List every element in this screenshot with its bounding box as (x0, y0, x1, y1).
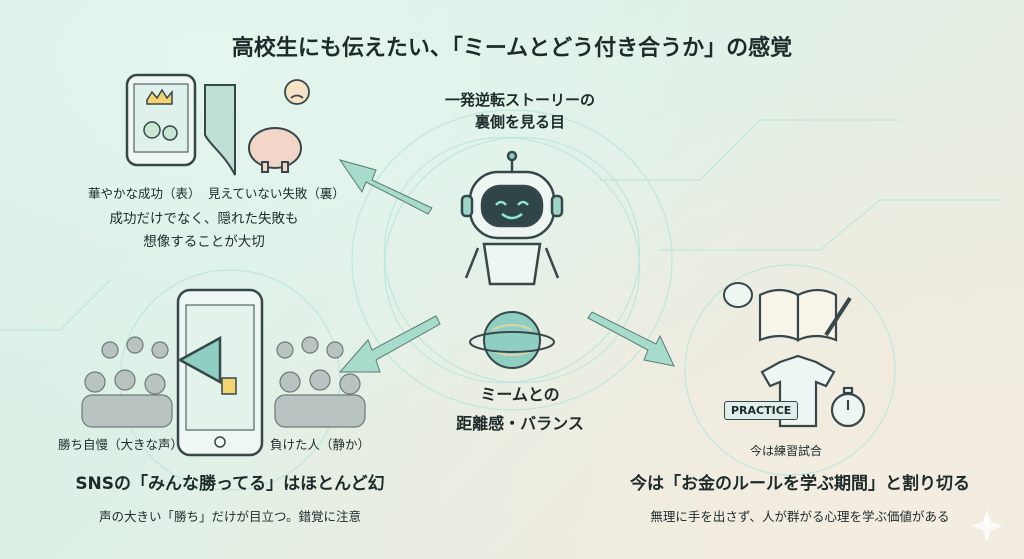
bottom-left-heading: SNSの「みんな勝ってる」はほとんど幻 (75, 474, 385, 494)
orbit-rings (0, 109, 1000, 491)
center-top-line1: 一発逆転ストーリーの (444, 91, 595, 109)
practice-match-label: 今は練習試合 (749, 444, 822, 458)
arrow-to-right (587, 311, 675, 367)
phone-megaphone-icon (176, 288, 264, 457)
label-quiet-losers: 負けた人（静か） (270, 437, 371, 452)
center-bottom-line1: ミームとの (480, 385, 560, 404)
label-loud-winners: 勝ち自慢（大きな声） (58, 437, 184, 452)
practice-tag: PRACTICE (724, 401, 799, 420)
center-bottom-line2: 距離感・バランス (456, 414, 584, 433)
page-title: 高校生にも伝えたい、「ミームとどう付き合うか」の感覚 (231, 36, 793, 61)
crowd-right-icon (274, 336, 366, 428)
top-left-message-1: 成功だけでなく、隠れた失敗も (109, 211, 299, 227)
crowd-left-icon (81, 336, 173, 428)
phone-success-icon (125, 73, 197, 167)
bottom-right-heading: 今は「お金のルールを学ぶ期間」と割り切る (630, 474, 970, 494)
arrow-to-bottom-left (338, 315, 441, 373)
curtain-icon (204, 84, 236, 176)
brain-icon (723, 282, 753, 308)
label-front-success: 華やかな成功（表） (88, 186, 201, 201)
center-top-line2: 裏側を見る目 (474, 113, 565, 131)
sparkle-icon (971, 510, 1003, 542)
arrow-to-top-left (338, 159, 433, 215)
label-back-failure: 見えていない失敗（裏） (208, 186, 345, 201)
stopwatch-icon (830, 386, 866, 428)
top-left-message-2: 想像することが大切 (143, 234, 265, 250)
open-book-icon (758, 288, 852, 342)
globe-icon (469, 311, 555, 369)
piggy-bank-icon (248, 127, 302, 173)
crying-face-icon (284, 79, 310, 105)
arrows (338, 159, 675, 373)
robot-icon (460, 150, 564, 286)
bottom-left-sub: 声の大きい「勝ち」だけが目立つ。錯覚に注意 (98, 509, 361, 524)
bottom-right-sub: 無理に手を出さず、人が群がる心理を学ぶ価値がある (650, 509, 950, 524)
